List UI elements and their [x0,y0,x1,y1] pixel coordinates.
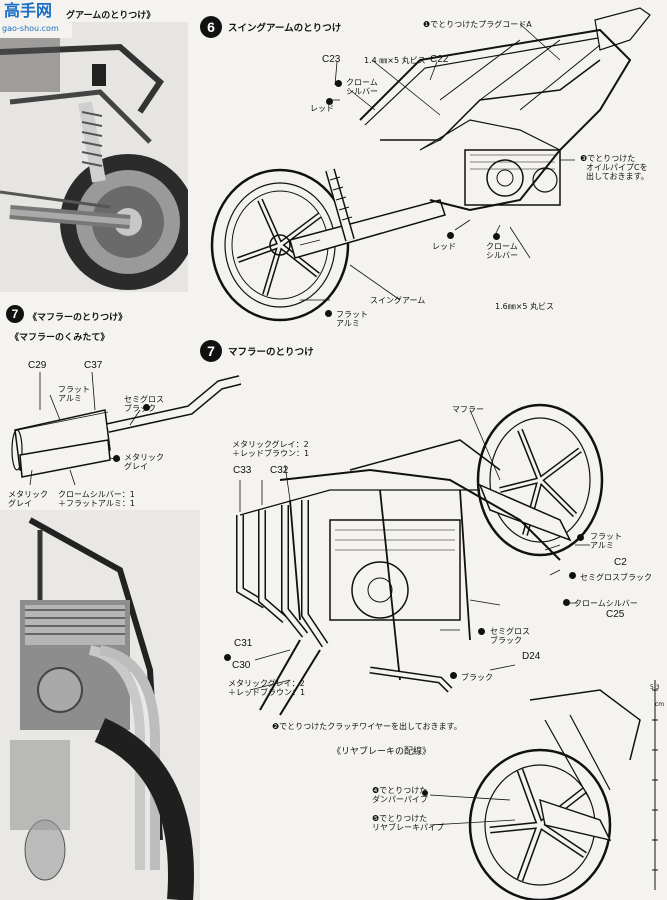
part-c32: C32 [270,465,289,476]
step7r-flat1: フラット [590,532,622,541]
logo-text: 高手网 [4,1,53,20]
step6-flat2: アルミ [336,319,360,328]
step6-red1: レッド [310,104,334,113]
logo-url: gao-shou.com [2,24,59,33]
step6-screw2: 1.6㎜×5 丸ビス [495,302,555,311]
color-dot-chrome1 [335,80,342,87]
step7l-flat1: フラット [58,385,90,394]
color-dot-semi [143,404,150,411]
color-dot-chrome-silver [563,599,570,606]
color-dot-chrome2 [493,233,500,240]
photo-swingarm [0,22,188,292]
part-d24: D24 [522,651,541,662]
color-dot-semigloss [569,572,576,579]
step6-silver1: シルバー [346,87,378,96]
step7l-metal2b: グレイ [8,499,32,508]
part-c37: C37 [84,360,103,371]
step7l-mix1: クロームシルバー：1 [58,490,135,499]
part-c25: C25 [606,609,625,620]
part-c31: C31 [234,638,253,649]
step7r-mix2a: メタリックグレイ：2 [228,679,305,688]
color-dot-damper [422,790,428,796]
color-dot-metal1 [113,455,120,462]
part-c29: C29 [28,360,47,371]
step7r-mix1a: メタリックグレイ：2 [232,440,309,449]
step6-flat1: フラット [336,310,368,319]
step6-chrome1: クローム [346,78,378,87]
color-dot-flat-r [577,534,584,541]
step7r-black: ブラック [461,673,493,682]
step6-title: スイングアームのとりつけ [228,23,342,34]
step7r-mix2b: ＋レッドブラウン：1 [228,688,306,697]
top-left-heading: グアームのとりつけ》 [66,11,156,21]
site-logo: 高手网 gao-shou.com [0,0,72,38]
ruler-label-a: 5.3 [650,684,660,691]
step7r-semi1: セミグロス [490,627,530,636]
step7r-clutch-note: ❷でとりつけたクラッチワイヤーを出しておきます。 [272,722,462,731]
photo-swingarm-drawing [0,22,188,290]
rear-brake-note2a: ❺でとりつけた [372,814,428,823]
part-c33: C33 [233,465,252,476]
color-dot-c31 [224,654,231,661]
step6-oilpipe-3: 出しておきます。 [586,172,649,181]
step7-right-number: 7 [200,340,222,362]
step7l-semi1: セミグロス [124,395,164,404]
step7r-muffler: マフラー [452,405,484,414]
step6-silver2: シルバー [486,251,518,260]
step7l-metal1: メタリック [124,453,164,462]
step7r-flat2: アルミ [590,541,614,550]
step7r-chrome-silver: クロームシルバー [574,599,638,608]
photo-engine-drawing [10,517,194,900]
step7-left-title: 《マフラーのとりつけ》 [28,313,128,323]
step7l-metal2a: メタリック [8,490,48,499]
step6-plug-cord-note: ❶でとりつけたプラグコードA [423,20,532,29]
part-c23: C23 [322,54,341,65]
step7-left-number: 7 [6,305,24,323]
step7l-mix2: ＋フラットアルミ：1 [58,499,136,508]
rear-brake-note1b: ダンパーパイプ [372,795,428,804]
ruler-label-b: cm [655,701,665,708]
rear-brake-title: 《リヤブレーキの配線》 [332,747,432,757]
color-dot-semi-r [478,628,485,635]
step6-oilpipe-2: オイルパイプCを [586,163,648,172]
step6-chrome2: クローム [486,242,518,251]
step7r-mix1b: ＋レッドブラウン：1 [232,449,310,458]
step7l-semi2: ブラック [124,404,156,413]
step7l-metal2: グレイ [124,462,148,471]
color-dot-flat [325,310,332,317]
photo-engine [0,510,200,900]
part-c30: C30 [232,660,251,671]
step6-swingarm: スイングアーム [370,296,426,305]
color-dot-red2 [447,232,454,239]
step7-left-sub: 《マフラーのくみたて》 [10,333,110,343]
step6-oilpipe-1: ❸でとりつけた [580,154,636,163]
step7l-flat2: アルミ [58,394,82,403]
step6-number: 6 [200,16,222,38]
step7r-semigloss-black: セミグロスブラック [580,573,652,582]
part-c22: C22 [430,54,449,65]
color-dot-black [450,672,457,679]
step6-screw1: 1.4 ㎜×5 丸ビス [364,56,426,65]
step7r-semi2: ブラック [490,636,522,645]
part-c2: C2 [614,557,627,568]
color-dot-red1 [326,98,333,105]
step6-red2: レッド [432,242,456,251]
rear-brake-note1a: ❹でとりつけた [372,786,428,795]
rear-brake-note2b: リヤブレーキパイプ [372,823,444,832]
step7-right-title: マフラーのとりつけ [228,347,314,358]
